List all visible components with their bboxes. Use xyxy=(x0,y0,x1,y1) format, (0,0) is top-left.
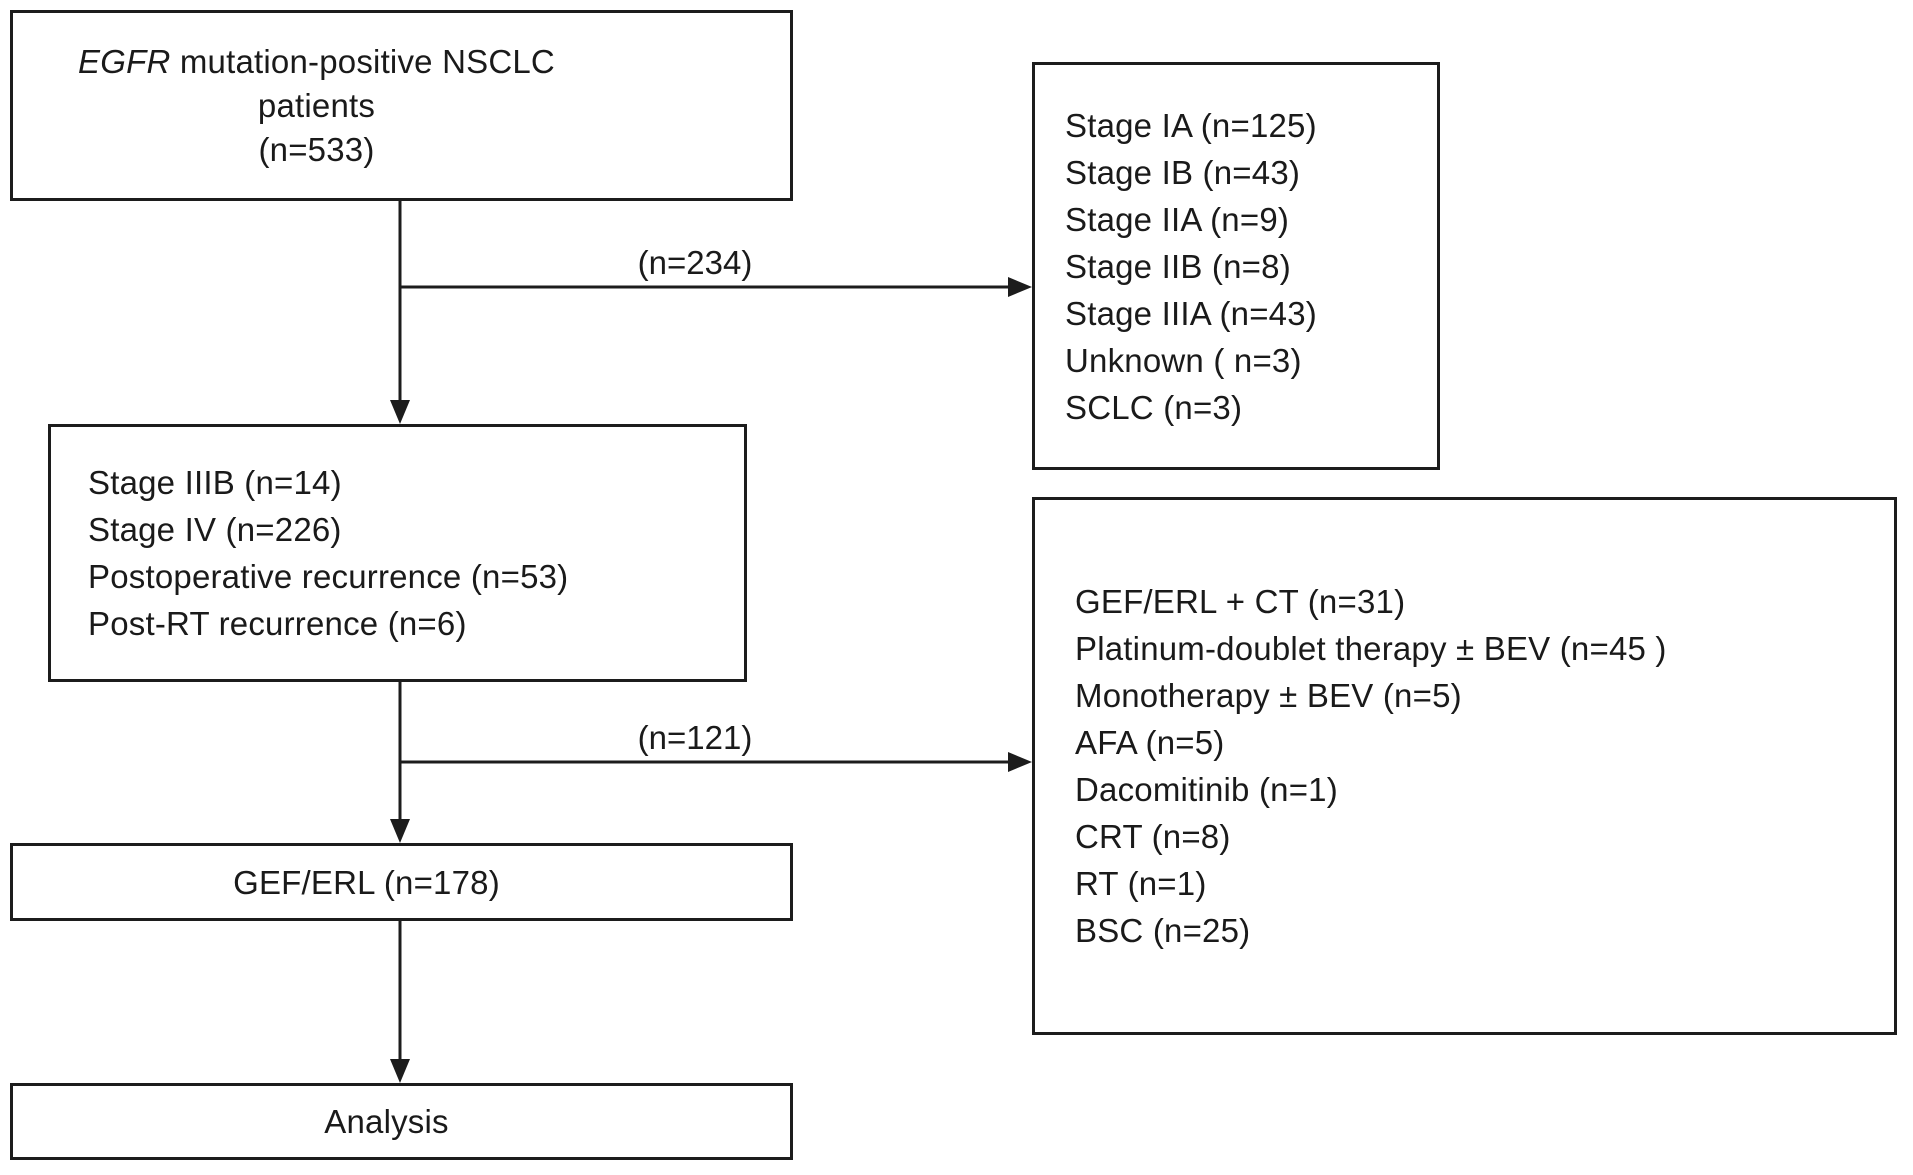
arrow-label-n234: (n=234) xyxy=(637,244,753,281)
excluded-item: Stage IIIA (n=43) xyxy=(1065,294,1317,332)
arrow-to-excluded-head xyxy=(1008,277,1032,297)
treatment-item: AFA (n=5) xyxy=(1075,724,1225,761)
treatment-item: CRT (n=8) xyxy=(1075,818,1231,855)
other-treatments-box: GEF/ERL + CT (n=31) Platinum-doublet the… xyxy=(1032,497,1897,1035)
patients-box-line-3: (n=533) xyxy=(258,130,375,168)
excluded-item: Stage IB (n=43) xyxy=(1065,153,1301,191)
advanced-item: Post-RT recurrence (n=6) xyxy=(88,605,467,642)
treatment-item: Platinum-doublet therapy ± BEV (n=45 ) xyxy=(1075,630,1667,667)
arrow-gef-to-analysis-head xyxy=(390,1059,410,1083)
excluded-stages-box: Stage IA (n=125) Stage IB (n=43) Stage I… xyxy=(1032,62,1440,470)
excluded-item: Unknown ( n=3) xyxy=(1065,341,1302,379)
excluded-item: Stage IIB (n=8) xyxy=(1065,247,1291,285)
patients-box-line-1: EGFR mutation-positive NSCLC xyxy=(78,40,555,84)
arrow-advanced-to-gef-head xyxy=(390,819,410,843)
arrow-patients-to-advanced-head xyxy=(390,400,410,424)
gene-name-italic: EGFR xyxy=(78,42,171,80)
arrow-to-other-treatments-head xyxy=(1008,752,1032,772)
treatment-item: GEF/ERL + CT (n=31) xyxy=(1075,583,1406,620)
advanced-item: Stage IIIB (n=14) xyxy=(88,464,342,501)
treatment-item: Monotherapy ± BEV (n=5) xyxy=(1075,677,1462,714)
advanced-disease-box: Stage IIIB (n=14) Stage IV (n=226) Posto… xyxy=(48,424,747,682)
advanced-item: Postoperative recurrence (n=53) xyxy=(88,558,569,595)
treatment-item: Dacomitinib (n=1) xyxy=(1075,771,1338,808)
patients-box: EGFR mutation-positive NSCLC patients (n… xyxy=(10,10,793,201)
patients-box-line-2: patients xyxy=(257,86,376,124)
analysis-label: Analysis xyxy=(324,1103,449,1140)
gef-erl-label: GEF/ERL (n=178) xyxy=(233,863,500,901)
excluded-item: Stage IA (n=125) xyxy=(1065,106,1317,144)
patients-box-line-1-rest: mutation-positive NSCLC xyxy=(170,42,555,80)
excluded-item: Stage IIA (n=9) xyxy=(1065,200,1290,238)
excluded-item: SCLC (n=3) xyxy=(1065,388,1243,426)
advanced-item: Stage IV (n=226) xyxy=(88,511,342,548)
analysis-box: Analysis xyxy=(10,1083,793,1160)
gef-erl-box: GEF/ERL (n=178) xyxy=(10,843,793,921)
arrow-label-n121: (n=121) xyxy=(637,719,753,756)
treatment-item: BSC (n=25) xyxy=(1075,912,1251,949)
treatment-item: RT (n=1) xyxy=(1075,865,1207,902)
